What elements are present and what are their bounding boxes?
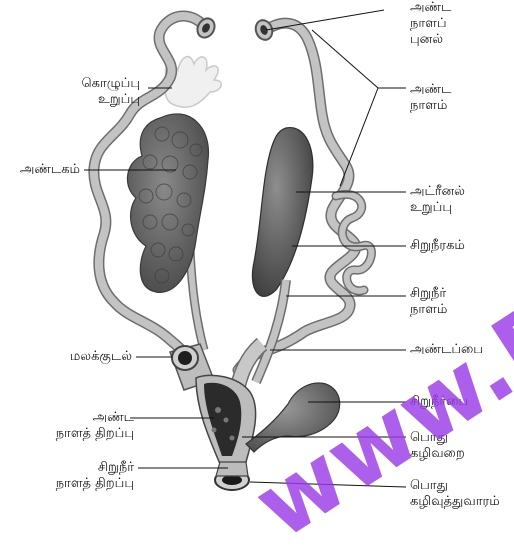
label-oviduct-opening: அண்ட நாளத் திறப்பு: [56, 410, 134, 442]
label-oviduct: அண்ட நாளம்: [410, 82, 451, 114]
label-ovisac: அண்டப்பை: [410, 342, 483, 358]
label-kidney: சிறுநீரகம்: [410, 238, 465, 254]
label-cloacal-aperture: பொது கழிவுத்துவாரம்: [410, 478, 500, 510]
cloaca: [196, 375, 256, 490]
label-ovary: அண்டகம்: [20, 162, 80, 178]
label-ureter-opening: சிறுநீர் நாளத் திறப்பு: [56, 460, 134, 492]
bladder-shape: [246, 383, 340, 452]
label-bladder: சிறுநீர்பை: [410, 394, 468, 410]
label-ureter: சிறுநீர் நாளம்: [410, 286, 447, 318]
kidney-shape: [252, 128, 312, 297]
label-andanala-punal: அண்ட நாளப் புனல்: [410, 0, 451, 48]
label-rectum: மலக்குடல்: [70, 349, 132, 365]
label-cloaca: பொது கழிவறை: [410, 430, 465, 462]
label-fat-body: கொழுப்பு உறுப்பு: [82, 76, 140, 108]
label-adrenal: அட்ரீனல் உறுப்பு: [410, 184, 465, 216]
ovary-shape: [127, 114, 208, 292]
